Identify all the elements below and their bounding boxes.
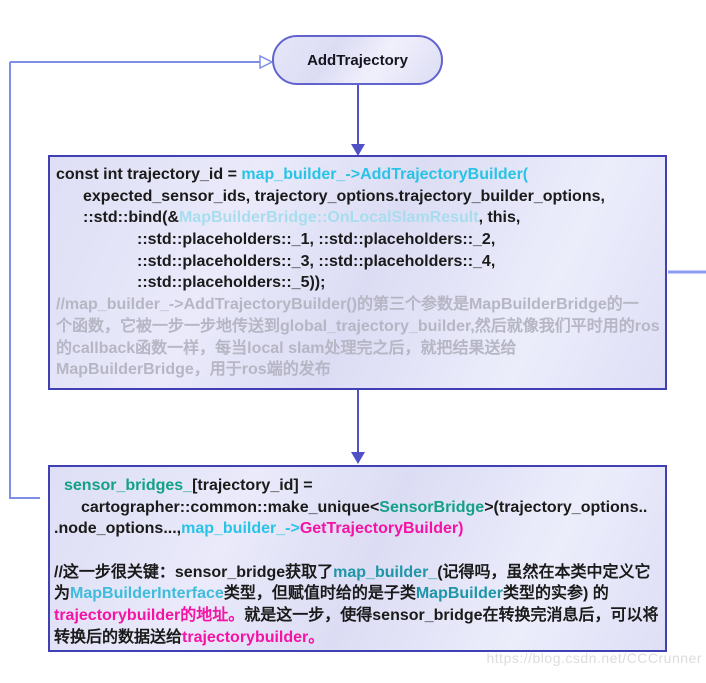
code-segment: ::std::bind(& [83,209,179,227]
code-segment: .node_options..., [54,520,182,538]
code-segment: 为 [54,585,71,603]
arrowhead-down-icon [351,144,365,156]
code-segment: map_builder_ [333,563,438,581]
code-segment: MapBuilderBridge，用于ros端的发布 [56,361,331,379]
connector-start-to-block1 [351,85,365,156]
code-line: ::std::bind(&MapBuilderBridge::OnLocalSl… [56,207,665,229]
arrowhead-down-icon [351,452,365,464]
code-segment: //这一步很关键：sensor_bridge获取了 [54,563,334,581]
code-segment: SensorBridge [379,498,485,516]
code-segment: ::std::placeholders::_5)); [137,274,326,292]
code-line: 转换后的数据送给trajectorybuilder。 [54,627,665,649]
code-segment: 就是这一步，使得sensor_bridge在转换完消息后，可以将 [244,607,659,625]
code-segment: trajectorybuilder。 [182,628,325,646]
code-segment: 转换后的数据送给 [54,628,183,646]
code-line: cartographer::common::make_unique<Sensor… [54,497,665,519]
code-segment: MapBuilder [415,585,503,603]
code-segment: 类型，但赋值时给的是子类 [223,585,416,603]
code-line: ::std::placeholders::_1, ::std::placehol… [56,229,665,251]
code-line: 的callback函数一样，每当local slam处理完之后，就把结果送给 [56,338,665,360]
code-segment: sensor_bridges_ [64,477,193,494]
code-segment: expected_sensor_ids, trajectory_options.… [83,187,605,205]
code-segment: , this, [478,209,521,227]
code-segment: (记得吗，虽然在本类中定义它 [437,563,651,581]
code-segment: //map_builder_->AddTrajectoryBuilder()的第… [56,296,639,314]
code-line: 个函数，它被一步一步地传送到global_trajectory_builder,… [56,316,665,338]
code-segment: 的callback函数一样，每当local slam处理完之后，就把结果送给 [56,339,517,357]
code-segment: map_builder_-> [181,520,300,538]
code-line: sensor_bridges_[trajectory_id] = [54,475,665,497]
open-arrowhead-icon [259,54,274,70]
code-segment: cartographer::common::make_unique< [81,498,380,516]
watermark: https://blog.csdn.net/CCCrunner [486,650,702,666]
code-segment: MapBuilderInterface [70,585,224,603]
code-line: .node_options...,map_builder_->GetTrajec… [54,518,665,540]
connector-block1-to-block2 [351,390,365,464]
code-segment: >(trajectory_options.. [484,498,648,516]
code-segment: trajectorybuilder的地址。 [54,607,245,625]
code-segment: 个函数，它被一步一步地传送到global_trajectory_builder,… [56,317,660,335]
start-node-label: AddTrajectory [307,51,408,69]
code-block-addtrajectorybuilder: const int trajectory_id = map_builder_->… [48,155,667,390]
code-segment: const int trajectory_id = [56,166,242,183]
code-line: //这一步很关键：sensor_bridge获取了map_builder_(记得… [54,562,665,584]
code-line [54,540,665,562]
code-line: trajectorybuilder的地址。就是这一步，使得sensor_brid… [54,605,665,627]
start-node-addtrajectory: AddTrajectory [272,35,443,85]
code-line: 为MapBuilderInterface类型，但赋值时给的是子类MapBuild… [54,583,665,605]
code-line: //map_builder_->AddTrajectoryBuilder()的第… [56,294,665,316]
connector-loop-left [9,54,274,499]
code-line: ::std::placeholders::_3, ::std::placehol… [56,251,665,273]
code-segment: ::std::placeholders::_1, ::std::placehol… [137,231,496,249]
code-line: expected_sensor_ids, trajectory_options.… [56,186,665,208]
code-line: const int trajectory_id = map_builder_->… [56,164,665,186]
code-segment: [trajectory_id] = [192,477,313,494]
code-segment: GetTrajectoryBuilder) [299,520,464,538]
code-block-sensorbridge: sensor_bridges_[trajectory_id] =cartogra… [48,465,667,652]
code-line: MapBuilderBridge，用于ros端的发布 [56,359,665,381]
code-segment: ::std::placeholders::_3, ::std::placehol… [137,252,496,270]
code-segment: 类型的实参) 的 [502,585,609,603]
code-line: ::std::placeholders::_5)); [56,272,665,294]
code-segment: MapBuilderBridge::OnLocalSlamResult [178,209,479,227]
code-segment: map_builder_->AddTrajectoryBuilder( [241,166,529,183]
